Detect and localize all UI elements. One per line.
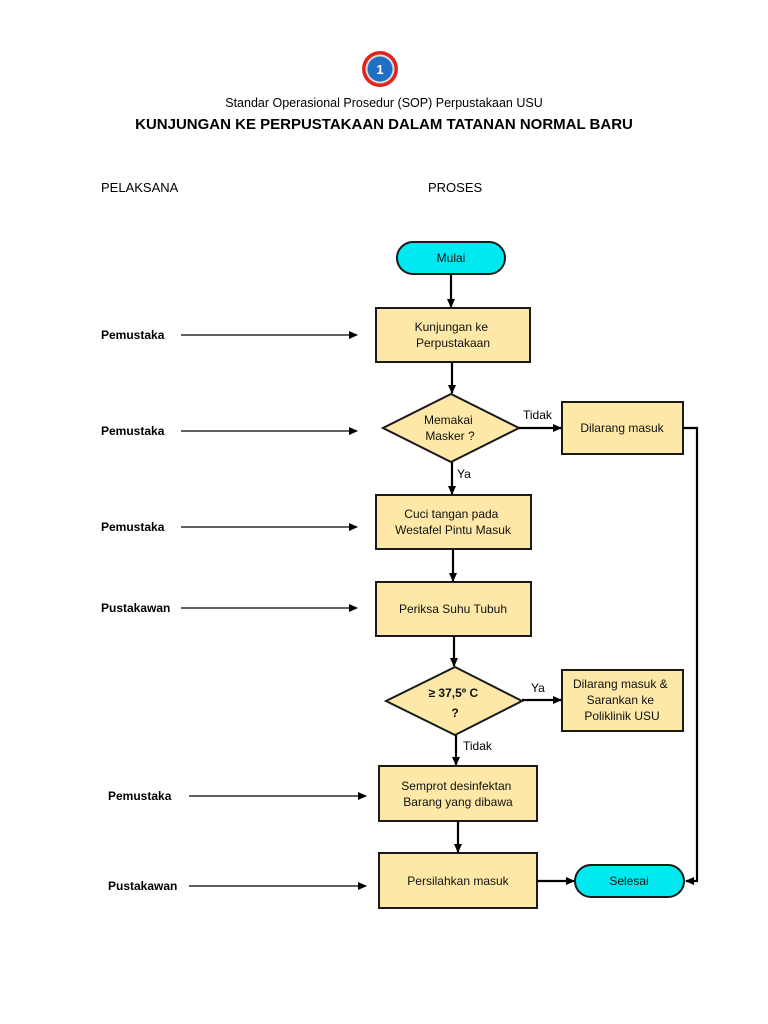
label-line: Masker ? — [425, 429, 475, 443]
process-label: Kunjungan ke Perpustakaan — [415, 320, 492, 350]
end-shape — [574, 864, 685, 898]
decision-shape — [383, 665, 525, 737]
process-invite-in: Persilahkan masuk — [378, 852, 538, 909]
edge-label-yes: Ya — [457, 467, 471, 481]
column-header-process: PROSES — [428, 180, 483, 195]
edge-label-yes: Ya — [531, 681, 545, 695]
decision-temperature: ≥ 37,5º C ? — [383, 665, 525, 737]
process-shape — [375, 307, 531, 363]
step-number-badge: 1 — [362, 51, 398, 87]
edge-label-no: Tidak — [523, 408, 553, 422]
label-line: Cuci tangan pada — [404, 507, 498, 521]
decision-label: ≥ 37,5º C ? — [428, 686, 481, 720]
label-line: ≥ 37,5º C — [428, 686, 478, 700]
process-denied-entry: Dilarang masuk — [561, 401, 684, 455]
end-terminator: Selesai — [574, 864, 685, 898]
label-line: Memakai — [424, 413, 473, 427]
decision-label: Memakai Masker ? — [424, 413, 476, 443]
badge-number: 1 — [376, 62, 383, 77]
label-line: Poliklinik USU — [584, 709, 659, 723]
label-line: Kunjungan ke — [415, 320, 489, 334]
process-wash-hands: Cuci tangan pada Westafel Pintu Masuk — [375, 494, 532, 550]
badge-inner-circle — [367, 56, 393, 82]
document-subtitle: Standar Operasional Prosedur (SOP) Perpu… — [225, 96, 543, 110]
actor-label: Pemustaka — [101, 328, 165, 342]
process-shape — [375, 494, 532, 550]
label-line: Westafel Pintu Masuk — [395, 523, 512, 537]
process-shape — [378, 765, 538, 822]
actor-label: Pustakawan — [101, 601, 170, 615]
label-line: ? — [451, 706, 458, 720]
actor-label: Pemustaka — [101, 520, 165, 534]
actor-label: Pustakawan — [108, 879, 177, 893]
start-terminator: Mulai — [396, 241, 506, 275]
process-label: Dilarang masuk — [580, 421, 664, 435]
process-label: Persilahkan masuk — [407, 874, 509, 888]
process-shape — [561, 401, 684, 455]
label-line: Perpustakaan — [416, 336, 490, 350]
process-denied-refer-clinic: Dilarang masuk & Sarankan ke Poliklinik … — [561, 669, 684, 732]
process-label: Dilarang masuk & Sarankan ke Poliklinik … — [573, 677, 671, 723]
process-label: Periksa Suhu Tubuh — [399, 602, 507, 616]
process-shape — [561, 669, 684, 732]
document-title: KUNJUNGAN KE PERPUSTAKAAN DALAM TATANAN … — [135, 116, 633, 133]
decision-mask: Memakai Masker ? — [380, 392, 522, 464]
decision-shape — [380, 392, 522, 464]
label-line: Dilarang masuk & — [573, 677, 668, 691]
process-label: Cuci tangan pada Westafel Pintu Masuk — [395, 507, 512, 537]
process-check-temperature: Periksa Suhu Tubuh — [375, 581, 532, 637]
connector-denied-to-end — [683, 426, 699, 885]
edge-label-no: Tidak — [463, 739, 493, 753]
label-line: Barang yang dibawa — [403, 795, 513, 809]
process-shape — [378, 852, 538, 909]
actor-label: Pemustaka — [101, 424, 165, 438]
start-label: Mulai — [437, 251, 466, 265]
column-header-executor: PELAKSANA — [101, 180, 179, 195]
label-line: Semprot desinfektan — [401, 779, 511, 793]
process-spray-disinfectant: Semprot desinfektan Barang yang dibawa — [378, 765, 538, 822]
process-shape — [375, 581, 532, 637]
process-label: Semprot desinfektan Barang yang dibawa — [401, 779, 514, 809]
actor-label: Pemustaka — [108, 789, 172, 803]
label-line: Sarankan ke — [587, 693, 655, 707]
process-visit-library: Kunjungan ke Perpustakaan — [375, 307, 531, 363]
end-label: Selesai — [609, 874, 648, 888]
